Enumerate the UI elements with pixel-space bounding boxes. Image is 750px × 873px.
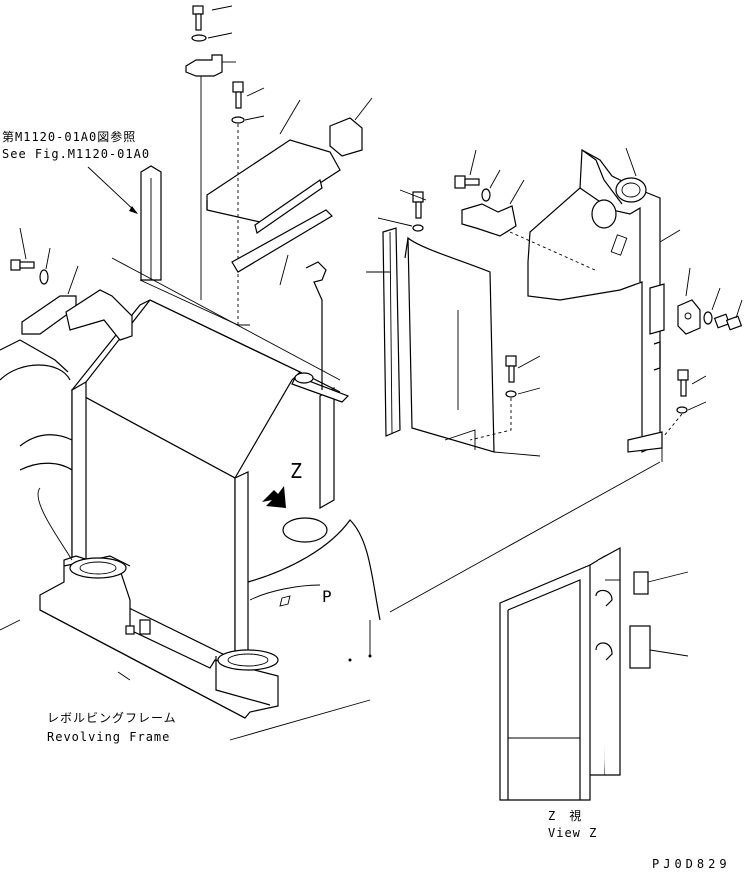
drawing-code: PJ0D829: [652, 857, 731, 871]
ref-label-en: See Fig.M1120-01A0: [2, 147, 151, 161]
view-arrow: [262, 486, 286, 508]
support-post: [140, 165, 162, 281]
top-washer: [191, 32, 233, 42]
seal-strip: [231, 209, 333, 286]
cover-bolt-upper: [377, 189, 427, 232]
right-side-bolt: [677, 267, 743, 335]
ref-label-jp: 第M1120-01A0図参照: [2, 130, 137, 144]
frame-label-en: Revolving Frame: [47, 730, 171, 744]
right-lower-bolt: [663, 369, 707, 437]
view-z-detail: [499, 546, 689, 801]
rubber-pad: [329, 97, 373, 157]
upper-plate: [206, 99, 341, 234]
side-cover: [366, 227, 541, 457]
revolving-frame: [0, 339, 381, 741]
ref-leader: [87, 166, 138, 214]
view-letter-main: Z: [290, 459, 304, 483]
view-label-jp: Z 視: [548, 809, 583, 823]
view-leader: [389, 461, 661, 613]
mid-bolt: [231, 81, 265, 325]
view-label-en: View Z: [548, 826, 598, 840]
mark-p: P: [322, 587, 333, 606]
right-upper-bolt: [454, 149, 525, 237]
top-bracket: [185, 54, 236, 300]
frame-label-jp: レボルビングフレーム: [47, 711, 177, 725]
cover-bolt-lower: [469, 355, 541, 441]
top-bolt: [192, 5, 233, 31]
right-bracket-assembly: [509, 147, 681, 462]
